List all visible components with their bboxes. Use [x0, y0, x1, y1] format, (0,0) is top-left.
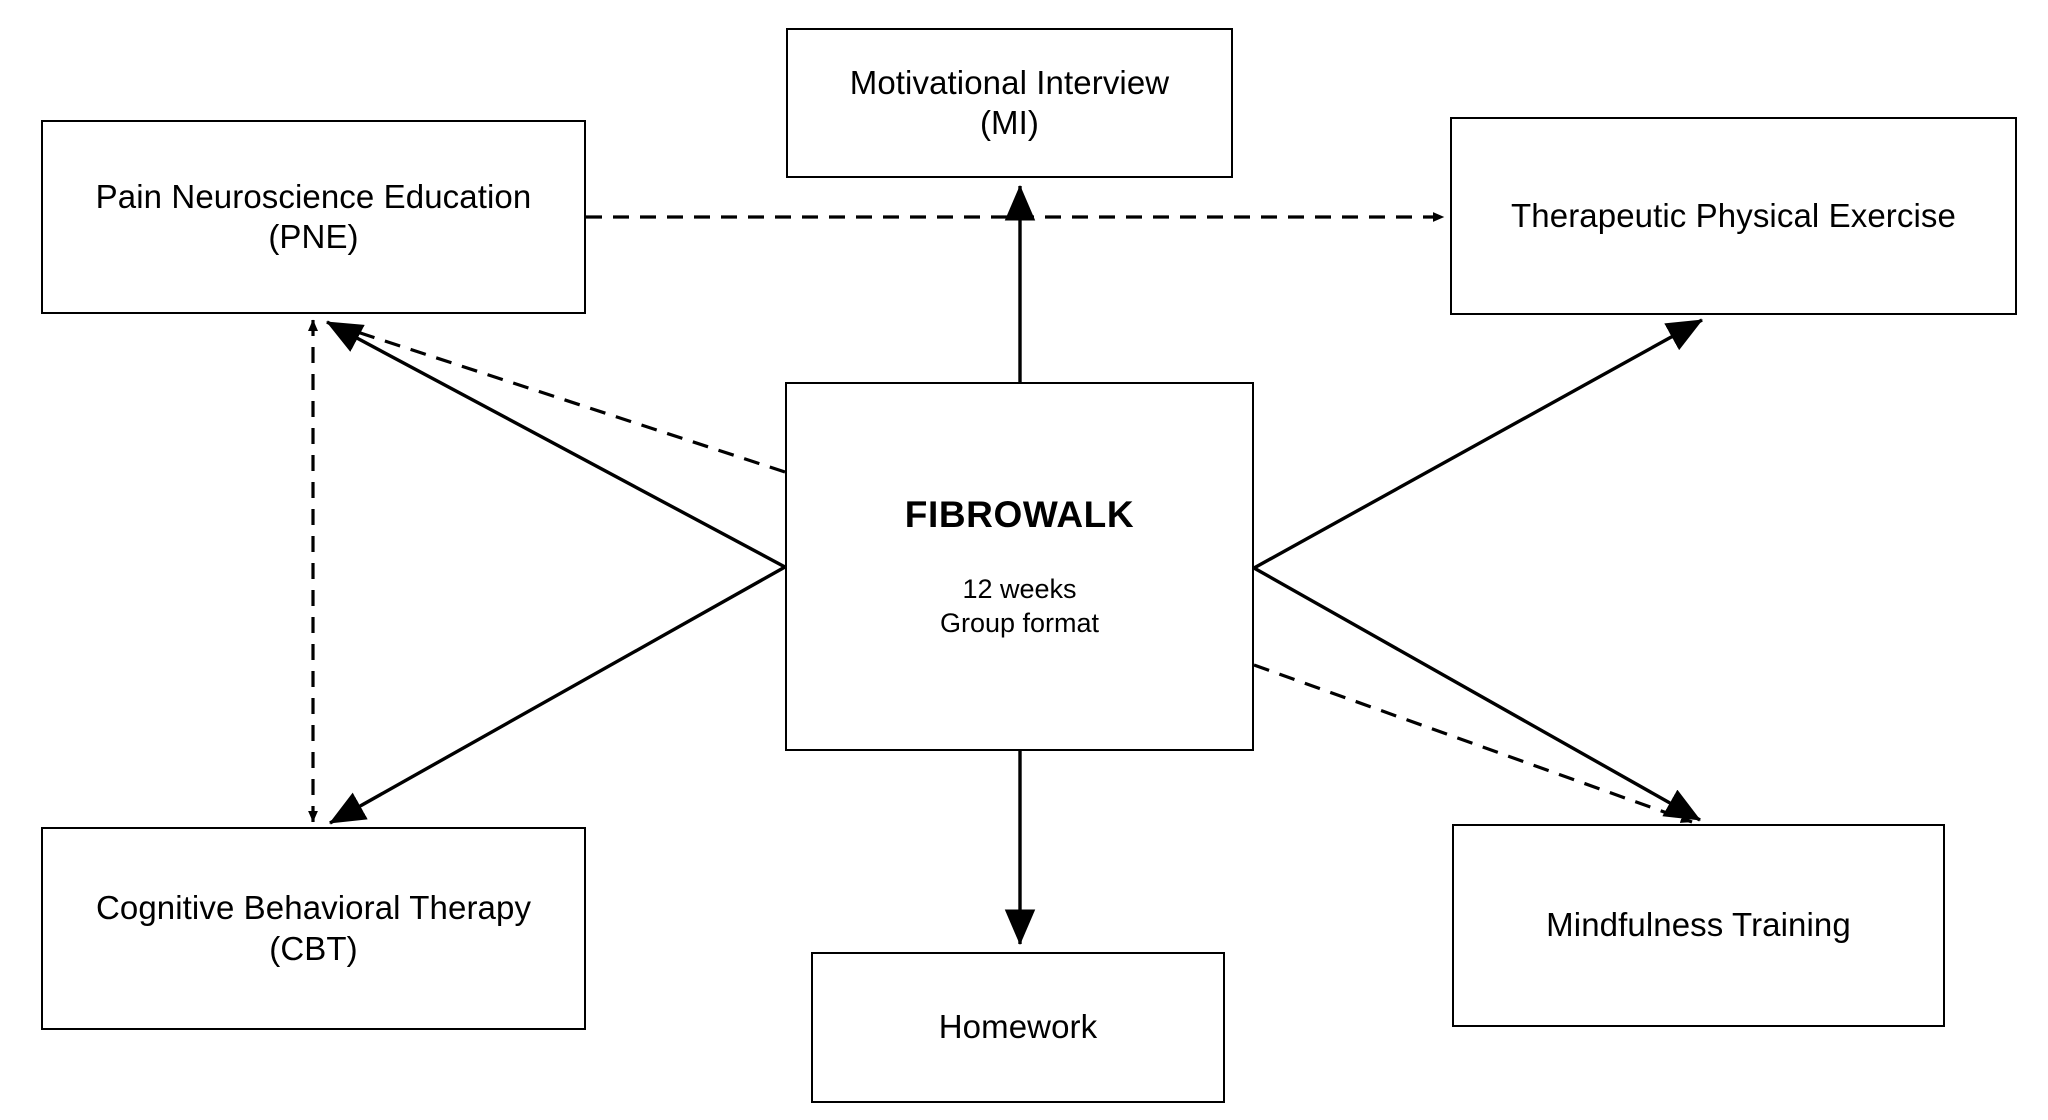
edge-fibrowalk-to-cbt-solid: [329, 565, 786, 825]
node-pain-neuroscience-education[interactable]: Pain Neuroscience Education (PNE): [41, 120, 586, 314]
node-homework-label: Homework: [938, 1008, 1098, 1046]
node-mindfulness-training[interactable]: Mindfulness Training: [1452, 824, 1945, 1027]
node-fibrowalk[interactable]: FIBROWALK 12 weeks Group format: [785, 382, 1254, 751]
edge-fibrowalk-to-pne-solid: [326, 320, 786, 569]
node-motivational-interview[interactable]: Motivational Interview (MI): [786, 28, 1233, 178]
node-mindfulness-label: Mindfulness Training: [1546, 906, 1851, 944]
edge-fibrowalk-to-pne-dashed: [335, 323, 786, 474]
node-cbt-label: Cognitive Behavioral Therapy (CBT): [95, 889, 532, 967]
node-pne-label: Pain Neuroscience Education (PNE): [95, 177, 532, 255]
edge-fibrowalk-to-mindfulness-solid: [1253, 566, 1701, 822]
node-therapeutic-physical-exercise[interactable]: Therapeutic Physical Exercise: [1450, 117, 2017, 315]
edge-fibrowalk-to-tpe-solid: [1253, 318, 1703, 570]
node-homework[interactable]: Homework: [811, 952, 1225, 1103]
edge-fibrowalk-to-mindfulness-dashed: [1253, 663, 1693, 824]
node-tpe-label: Therapeutic Physical Exercise: [1511, 196, 1956, 234]
node-fibrowalk-subtitle: 12 weeks Group format: [939, 573, 1100, 639]
node-mi-label: Motivational Interview (MI): [849, 63, 1170, 141]
node-cognitive-behavioral-therapy[interactable]: Cognitive Behavioral Therapy (CBT): [41, 827, 586, 1030]
node-fibrowalk-title: FIBROWALK: [904, 494, 1135, 536]
